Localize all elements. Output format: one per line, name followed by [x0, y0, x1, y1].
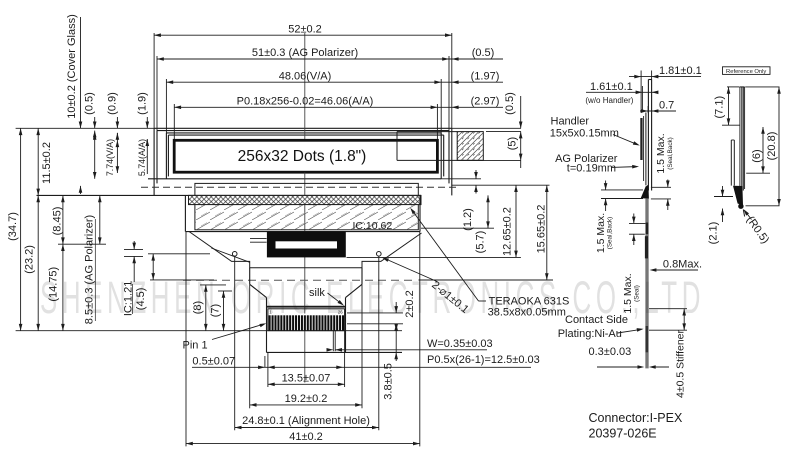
svg-text:(5): (5)	[507, 137, 519, 150]
svg-text:52±0.2: 52±0.2	[288, 23, 322, 35]
svg-text:(23.2): (23.2)	[24, 245, 36, 274]
svg-text:IC:1.21: IC:1.21	[122, 281, 134, 316]
svg-text:12.65±0.2: 12.65±0.2	[502, 207, 514, 256]
svg-text:(7): (7)	[210, 304, 222, 317]
svg-text:t=0.19mm: t=0.19mm	[567, 163, 616, 175]
svg-text:(20.8): (20.8)	[766, 132, 778, 161]
svg-text:3.8±0.5: 3.8±0.5	[383, 363, 395, 400]
svg-text:AG Polarizer: AG Polarizer	[555, 153, 618, 165]
svg-text:51±0.3 (AG Polarizer): 51±0.3 (AG Polarizer)	[252, 47, 358, 59]
svg-text:1: 1	[269, 310, 272, 315]
svg-text:13.5±0.07: 13.5±0.07	[282, 372, 331, 384]
svg-text:19.2±0.2: 19.2±0.2	[285, 393, 328, 405]
svg-text:1.5 Max.: 1.5 Max.	[655, 133, 667, 173]
svg-text:(1.2): (1.2)	[462, 208, 474, 231]
svg-text:(0.5): (0.5)	[472, 47, 495, 59]
svg-text:20397-026E: 20397-026E	[589, 427, 657, 441]
svg-text:10±0.2 (Cover Glass): 10±0.2 (Cover Glass)	[66, 14, 78, 118]
svg-text:38.5x8x0.05mm: 38.5x8x0.05mm	[488, 306, 566, 318]
svg-text:(2.97): (2.97)	[471, 95, 500, 107]
svg-text:1.5 Max.: 1.5 Max.	[622, 273, 634, 313]
svg-text:(2.1): (2.1)	[708, 222, 720, 245]
svg-text:1.81±0.1: 1.81±0.1	[659, 65, 702, 77]
svg-text:P0.5x(26-1)=12.5±0.03: P0.5x(26-1)=12.5±0.03	[427, 354, 540, 366]
svg-text:0.8Max.: 0.8Max.	[663, 258, 702, 270]
svg-text:5.74(A/A): 5.74(A/A)	[137, 139, 147, 176]
svg-text:26: 26	[338, 310, 344, 315]
svg-text:(14.75): (14.75)	[48, 267, 60, 302]
svg-text:Pin 1: Pin 1	[183, 340, 208, 352]
svg-text:Handler: Handler	[551, 116, 590, 128]
svg-text:15x5x0.15mm: 15x5x0.15mm	[550, 128, 619, 140]
svg-text:Connector:I-PEX: Connector:I-PEX	[589, 411, 683, 425]
svg-text:TERAOKA 631S: TERAOKA 631S	[489, 295, 570, 307]
svg-text:(6): (6)	[751, 149, 763, 162]
svg-text:48.06(V/A): 48.06(V/A)	[279, 70, 332, 82]
svg-text:IC:10.62: IC:10.62	[353, 220, 393, 232]
svg-text:2±0.2: 2±0.2	[404, 290, 416, 317]
svg-text:(w/o Handler): (w/o Handler)	[585, 96, 633, 105]
svg-text:(1.9): (1.9)	[136, 92, 148, 115]
svg-text:P0.18x256-0.02=46.06(A/A): P0.18x256-0.02=46.06(A/A)	[237, 95, 374, 107]
svg-text:(Seal,Back): (Seal,Back)	[607, 217, 614, 250]
svg-text:4±0.5 Stiffener: 4±0.5 Stiffener	[675, 329, 687, 398]
svg-text:Contact Side: Contact Side	[565, 314, 628, 326]
svg-text:1.61±0.1: 1.61±0.1	[590, 81, 633, 93]
svg-text:(5.7): (5.7)	[475, 231, 487, 254]
svg-text:W=0.35±0.03: W=0.35±0.03	[427, 338, 493, 350]
svg-text:(0.5): (0.5)	[504, 92, 516, 115]
svg-text:256x32 Dots (1.8"): 256x32 Dots (1.8")	[238, 148, 367, 165]
svg-text:(Seal,Back): (Seal,Back)	[667, 137, 674, 170]
svg-text:(0.9): (0.9)	[106, 92, 118, 115]
svg-text:(8.45): (8.45)	[51, 207, 63, 236]
svg-text:silk: silk	[309, 287, 325, 299]
svg-text:15.65±0.2: 15.65±0.2	[536, 205, 548, 254]
svg-text:Plating:Ni-Au: Plating:Ni-Au	[558, 328, 622, 340]
svg-text:(1.97): (1.97)	[471, 70, 500, 82]
svg-text:0.5±0.07: 0.5±0.07	[192, 355, 235, 367]
svg-text:7.74(V/A): 7.74(V/A)	[105, 139, 115, 176]
svg-text:41±0.2: 41±0.2	[289, 431, 323, 443]
svg-text:24.8±0.1 (Alignment Hole): 24.8±0.1 (Alignment Hole)	[242, 415, 370, 427]
svg-text:(0.5): (0.5)	[84, 92, 96, 115]
svg-text:(7.1): (7.1)	[714, 96, 726, 119]
svg-text:0.7: 0.7	[659, 99, 674, 111]
svg-text:11.5±0.2: 11.5±0.2	[41, 142, 53, 184]
svg-text:(8): (8)	[192, 301, 204, 314]
svg-text:8.5±0.3 (AG Polarizer): 8.5±0.3 (AG Polarizer)	[84, 215, 96, 324]
svg-text:(Seal): (Seal)	[633, 285, 640, 302]
svg-text:Reference Only: Reference Only	[726, 69, 766, 75]
svg-text:1.5 Max.: 1.5 Max.	[595, 213, 607, 253]
svg-text:(4.5): (4.5)	[135, 288, 147, 311]
svg-text:(34.7): (34.7)	[7, 212, 19, 241]
svg-text:0.3±0.03: 0.3±0.03	[589, 346, 632, 358]
